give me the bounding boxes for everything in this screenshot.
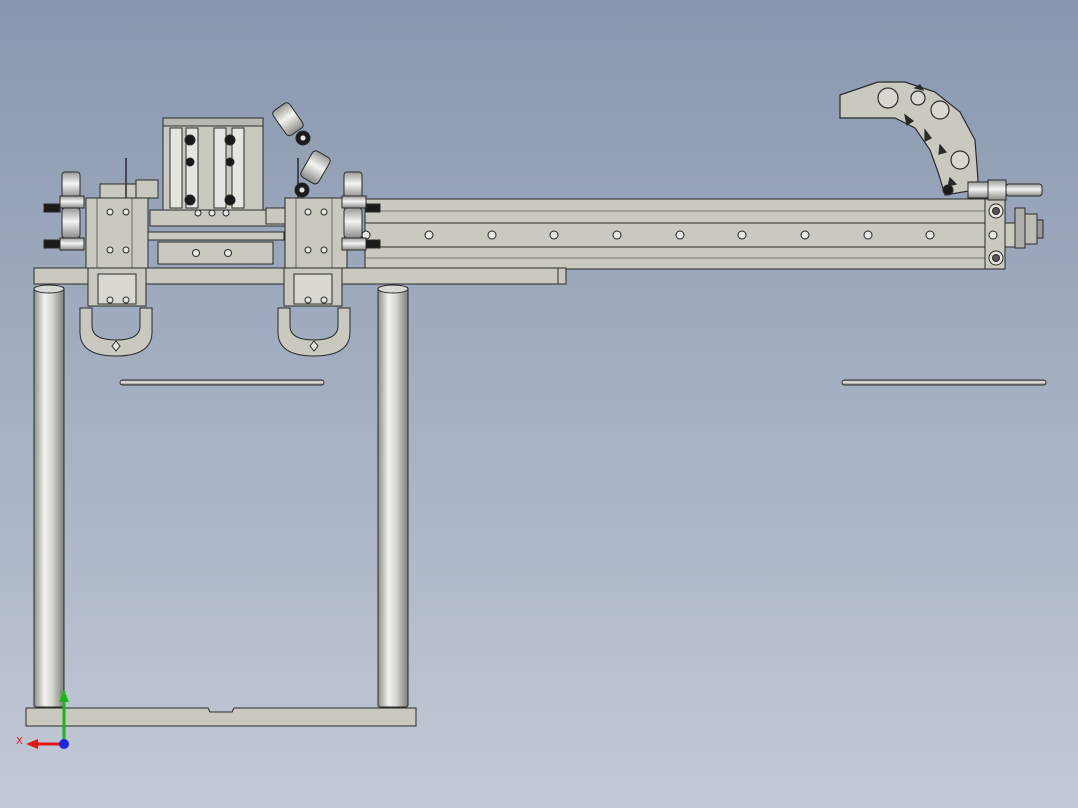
pneumatic-fittings [43,102,381,251]
left-gripper[interactable] [79,158,159,357]
slide-cylinder[interactable] [147,117,287,265]
rail-screws [361,230,998,240]
guide-shaft-right [841,379,1047,386]
triad-x-label: X [16,736,23,747]
triad-y-label: Y [59,690,67,701]
right-gripper[interactable] [277,158,351,357]
rail-assembly[interactable] [364,198,1044,270]
guide-shaft-left [119,379,325,386]
coordinate-triad: X Y [16,690,69,749]
right-support-rod[interactable] [377,284,409,708]
base-plate[interactable] [25,707,417,727]
chain-end-fitting [942,179,1043,201]
triad-z-axis [59,739,69,749]
cable-drag-chain[interactable] [839,81,979,196]
left-support-rod[interactable] [33,284,65,708]
